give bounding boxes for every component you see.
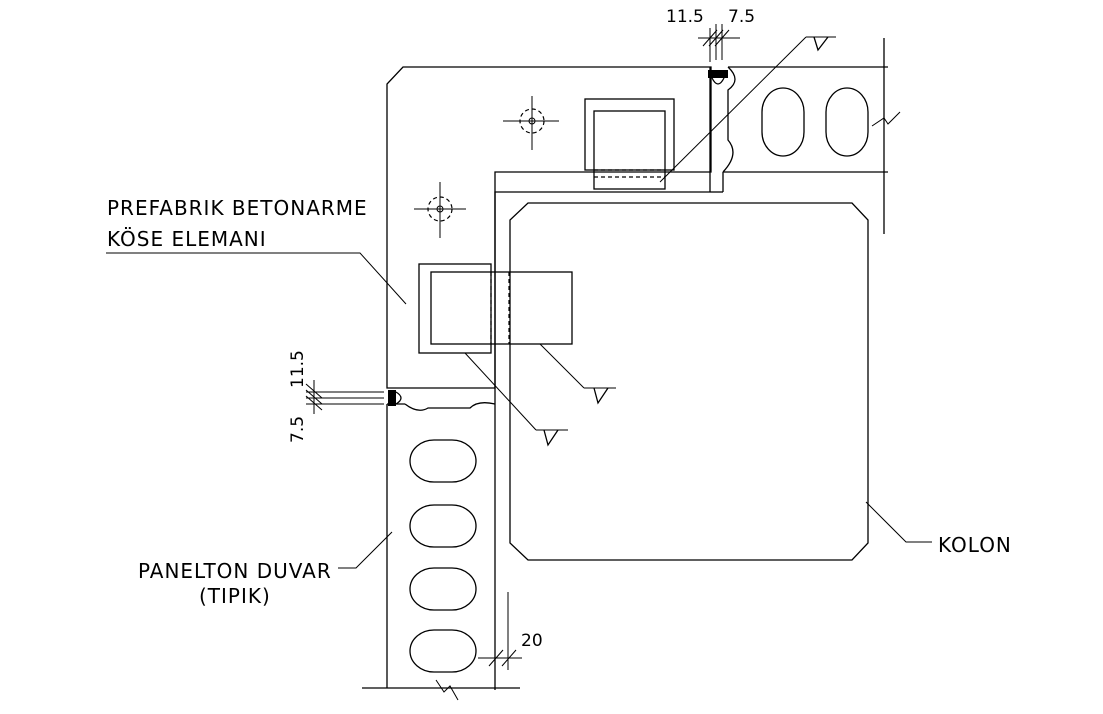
column [494,67,869,690]
label-corner-element-line1: PREFABRIK BETONARME [107,196,368,220]
center-mark-1 [503,96,559,150]
label-wall-line2: (TIPIK) [199,584,271,608]
center-mark-2 [414,182,466,238]
joint-symbols [388,70,728,406]
label-column: KOLON [938,533,1012,557]
label-corner-element-line2: KÖSE ELEMANI [107,227,267,251]
label-wall-line1: PANELTON DUVAR [138,559,332,583]
weld-leader-middle [539,343,616,405]
dimension-bottom [478,592,522,670]
dimension-left [305,380,384,414]
side-steel-plate [418,263,573,354]
dimension-bottom-text: 20 [521,631,543,651]
dimension-top-b-text: 7.5 [728,7,755,27]
top-steel-plate [584,98,675,190]
dimension-left-a-text: 11.5 [288,350,308,388]
dimension-top [698,24,740,62]
left-wall-panel [362,402,520,701]
label-leaders [106,252,932,569]
dimension-left-b-text: 7.5 [288,416,308,443]
corner-element [386,66,712,389]
dimension-top-a-text: 11.5 [666,7,704,27]
weld-leader-bottom [464,352,568,447]
top-wall-panel [722,38,901,234]
weld-leader-top [659,36,836,183]
